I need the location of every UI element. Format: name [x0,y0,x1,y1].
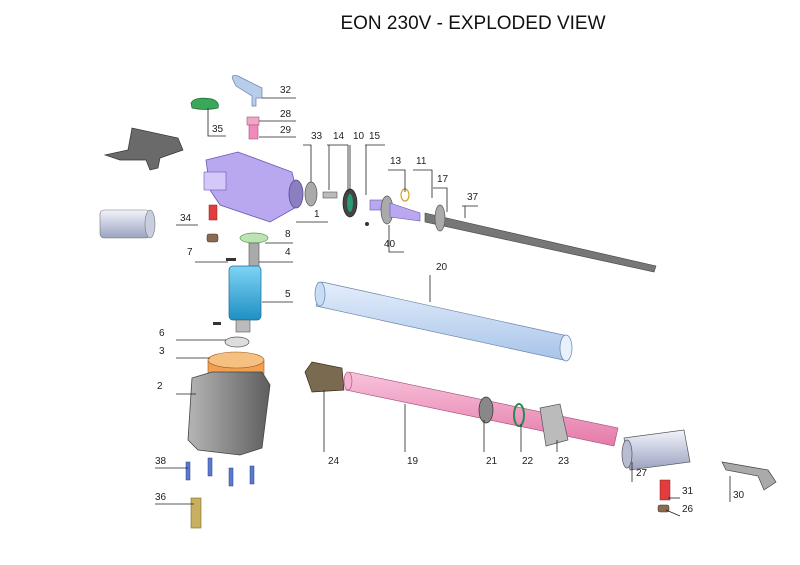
callout-3: 3 [159,346,165,357]
small-pin [213,322,221,325]
callout-14: 14 [333,131,345,142]
part-37-lead-screw [424,212,657,273]
part-8-green-gear [239,232,269,244]
callout-6: 6 [159,328,165,339]
part-10-gear [342,188,358,218]
callout-17: 17 [437,174,449,185]
callout-27: 27 [636,468,648,479]
callout-31: 31 [682,486,694,497]
red-clip [208,204,218,221]
callout-10: 10 [353,131,365,142]
part-31-red-sleeve [659,479,671,501]
callout-26: 26 [682,504,694,515]
small-ball [365,222,369,226]
callout-36: 36 [155,492,167,503]
part-3-orange-ring [207,351,265,375]
part-5-motor [228,265,262,333]
leader-lines [155,97,731,517]
part-4-shaft [248,242,260,268]
part-23-nut [539,403,569,447]
part-14-pin [322,191,338,199]
callout-19: 19 [407,456,419,467]
callout-23: 23 [558,456,570,467]
callout-5: 5 [285,289,291,300]
callout-22: 22 [522,456,534,467]
part-34-cover-cylinder [99,209,156,239]
callout-29: 29 [280,125,292,136]
callout-13: 13 [390,156,402,167]
part-33-bearing [304,181,318,207]
part-35-green-cap [190,97,219,110]
part-38-screws [185,457,255,487]
callout-24: 24 [328,456,340,467]
part-32-release-key [231,75,263,107]
callout-8: 8 [285,229,291,240]
part-24-end-cap [304,361,345,393]
callout-labels: 32 28 29 35 33 14 10 15 13 11 17 37 1 34… [155,85,745,515]
part-30-bracket [721,461,777,491]
part-17-flange [434,204,446,232]
callout-2: 2 [157,381,163,392]
part-28-29-pink-pin [246,116,260,140]
callout-7: 7 [187,247,193,258]
mounting-bracket-top [103,127,184,171]
callout-40: 40 [384,239,396,250]
callout-37: 37 [467,192,479,203]
callout-4: 4 [285,247,291,258]
part-36-bolt [190,497,202,529]
diagram-title: EON 230V - EXPLODED VIEW [340,13,605,34]
part-6-washer [224,336,250,348]
part-7-pin [226,258,236,261]
callout-32: 32 [280,85,292,96]
callout-34: 34 [180,213,192,224]
callout-21: 21 [486,456,498,467]
part-22-green-oring [513,403,525,427]
part-21-knurled-ring [478,396,494,424]
callout-38: 38 [155,456,167,467]
callout-20: 20 [436,262,448,273]
part-1-gear-housing [203,151,304,223]
part-27-rod-end [621,429,691,471]
brown-bushing [206,233,219,243]
part-2-base-housing [187,371,271,456]
callout-1: 1 [314,209,320,220]
callout-35: 35 [212,124,224,135]
callout-33: 33 [311,131,323,142]
callout-30: 30 [733,490,745,501]
callout-11: 11 [416,156,427,167]
part-40-screw-nut [369,188,421,225]
callout-15: 15 [369,131,381,142]
part-20-outer-tube [314,281,573,362]
callout-28: 28 [280,109,292,120]
